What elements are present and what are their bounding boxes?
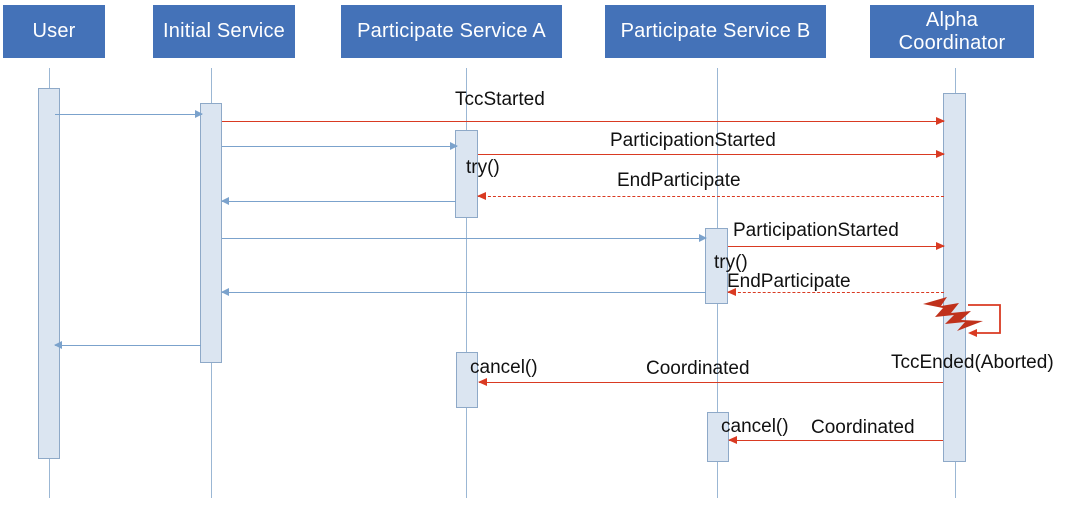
msg-initial-to-svca-shaft bbox=[222, 146, 457, 147]
msg-coordinated-a-shaft bbox=[479, 382, 943, 383]
msg-coordinated-b-shaft bbox=[729, 440, 943, 441]
msg-endparticipate-a-arrowhead bbox=[477, 191, 486, 200]
msg-svcb-to-initial-arrowhead bbox=[221, 288, 229, 296]
msg-initial-to-svcb-arrowhead bbox=[699, 234, 707, 242]
msg-user-to-initial-shaft bbox=[55, 114, 202, 115]
msg-svca-to-initial-arrowhead bbox=[221, 197, 229, 205]
participant-header-svc_a[interactable]: Participate Service A bbox=[341, 5, 562, 58]
msg-endparticipate-a-shaft bbox=[478, 196, 944, 197]
msg-participationstarted-a-label: ParticipationStarted bbox=[610, 130, 776, 151]
msg-endparticipate-b-shaft bbox=[728, 292, 944, 293]
label-try-b: try() bbox=[714, 252, 748, 273]
msg-user-to-initial-arrowhead bbox=[195, 110, 203, 118]
label-try-a: try() bbox=[466, 157, 500, 178]
abort-lightning-bolt bbox=[921, 295, 987, 333]
label-cancel-b: cancel() bbox=[721, 416, 789, 437]
msg-endparticipate-a-label: EndParticipate bbox=[617, 170, 741, 191]
self-loop-icon bbox=[968, 304, 1001, 337]
msg-tccstarted-arrowhead bbox=[936, 116, 945, 125]
svca-try-activation[interactable] bbox=[455, 130, 478, 218]
msg-participationstarted-a-arrowhead bbox=[936, 149, 945, 158]
user-activation[interactable] bbox=[38, 88, 60, 459]
msg-participationstarted-b-shaft bbox=[728, 246, 944, 247]
msg-initial-to-user-shaft bbox=[55, 345, 201, 346]
msg-coordinated-a-arrowhead bbox=[478, 377, 487, 386]
msg-initial-to-user-arrowhead bbox=[54, 341, 62, 349]
initial-activation[interactable] bbox=[200, 103, 222, 363]
msg-tccstarted-label: TccStarted bbox=[455, 89, 545, 110]
msg-coordinated-b-arrowhead bbox=[728, 435, 737, 444]
alpha-self-loop-arrow bbox=[966, 302, 1006, 342]
alpha-activation[interactable] bbox=[943, 93, 966, 462]
participant-header-svc_b[interactable]: Participate Service B bbox=[605, 5, 826, 58]
msg-participationstarted-b-arrowhead bbox=[936, 241, 945, 250]
msg-participationstarted-a-shaft bbox=[478, 154, 944, 155]
msg-coordinated-b-label: Coordinated bbox=[811, 417, 915, 438]
label-tccended-aborted: TccEnded(Aborted) bbox=[891, 352, 1054, 373]
participant-header-initial[interactable]: Initial Service bbox=[153, 5, 295, 58]
msg-tccstarted-shaft bbox=[222, 121, 944, 122]
svca-cancel-activation[interactable] bbox=[456, 352, 478, 408]
msg-initial-to-svca-arrowhead bbox=[450, 142, 458, 150]
participant-header-alpha[interactable]: Alpha Coordinator bbox=[870, 5, 1034, 58]
label-cancel-a: cancel() bbox=[470, 357, 538, 378]
msg-endparticipate-b-arrowhead bbox=[727, 287, 736, 296]
msg-coordinated-a-label: Coordinated bbox=[646, 358, 750, 379]
msg-svcb-to-initial-shaft bbox=[222, 292, 706, 293]
msg-svca-to-initial-shaft bbox=[222, 201, 456, 202]
lifeline-svc_a bbox=[466, 68, 467, 498]
svcb-try-activation[interactable] bbox=[705, 228, 728, 304]
msg-initial-to-svcb-shaft bbox=[222, 238, 706, 239]
lightning-bolt-icon bbox=[923, 297, 983, 331]
msg-endparticipate-b-label: EndParticipate bbox=[727, 271, 851, 292]
msg-participationstarted-b-label: ParticipationStarted bbox=[733, 220, 899, 241]
participant-header-user[interactable]: User bbox=[3, 5, 105, 58]
